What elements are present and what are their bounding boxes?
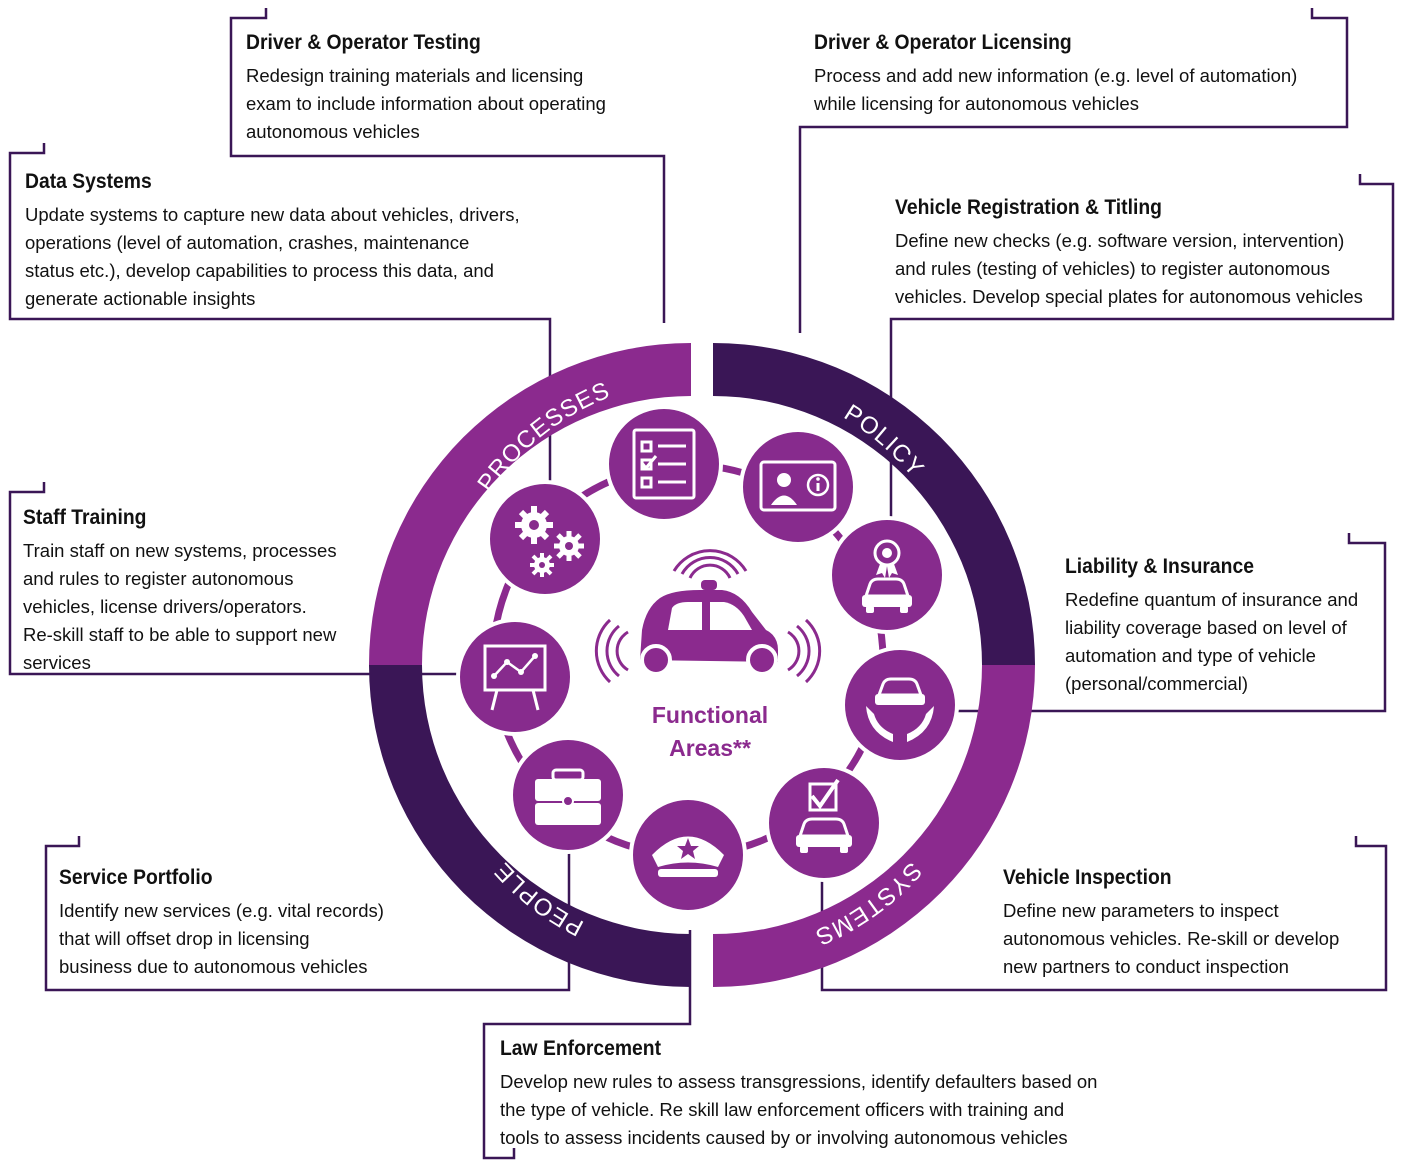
area-description: Redefine quantum of insurance and liabil… [1065,589,1359,695]
hands-car-icon [866,677,934,742]
area-description: Define new checks (e.g. software version… [895,230,1363,308]
center-title-line2: Areas** [669,735,751,761]
connector-liability [955,533,1387,713]
police-cap-icon [652,836,724,877]
briefcase-icon [535,768,601,825]
area-vehicle-registration: Vehicle Registration & Titling Define ne… [895,196,1395,311]
area-driver-testing: Driver & Operator Testing Redesign train… [246,31,666,146]
area-title: Service Portfolio [59,866,213,889]
autonomous-car-icon [594,549,822,684]
ring-segment-people [369,665,691,987]
connector-staff-training [8,482,470,676]
connector-driver-licensing [798,8,1349,333]
area-title: Liability & Insurance [1065,555,1254,578]
node-presentation-board [456,618,574,736]
presentation-board-icon [483,644,547,711]
area-vehicle-inspection: Vehicle Inspection Define new parameters… [1003,866,1383,981]
node-car-checkbox [765,764,883,882]
area-description: Define new parameters to inspect autonom… [1003,900,1340,978]
area-title: Vehicle Registration & Titling [895,196,1162,219]
area-description: Process and add new information (e.g. le… [814,65,1298,115]
node-car-award [828,516,946,634]
car-checkbox-icon [796,778,852,853]
ring-segment-processes [369,343,691,665]
area-title: Law Enforcement [500,1037,662,1060]
node-gears [486,480,604,598]
area-staff-training: Staff Training Train staff on new system… [23,506,383,677]
area-description: Identify new services (e.g. vital record… [59,900,384,978]
area-law-enforcement: Law Enforcement Develop new rules to ass… [500,1037,1160,1152]
connector-service-portfolio [44,830,571,992]
area-title: Driver & Operator Testing [246,31,481,54]
checklist-icon [632,428,696,500]
connector-vehicle-inspection [820,836,1388,992]
area-data-systems: Data Systems Update systems to capture n… [25,170,565,313]
node-briefcase [509,736,627,854]
area-service-portfolio: Service Portfolio Identify new services … [59,866,459,981]
area-title: Staff Training [23,506,147,529]
area-description: Redesign training materials and licensin… [246,65,606,143]
connector-lines [8,8,1395,1160]
area-title: Data Systems [25,170,152,193]
area-description: Update systems to capture new data about… [25,204,520,310]
area-driver-licensing: Driver & Operator Licensing Process and … [814,31,1354,118]
id-card-icon [759,460,837,512]
center-title-line1: Functional [652,702,768,728]
car-award-icon [862,539,912,613]
area-description: Develop new rules to assess transgressio… [500,1071,1098,1149]
connector-data-systems [8,143,552,500]
connector-vehicle-registration [889,174,1395,525]
area-title: Vehicle Inspection [1003,866,1172,889]
ring-segment-policy [713,343,1035,665]
connector-driver-testing [229,8,666,323]
area-description: Train staff on new systems, processes an… [23,540,337,674]
ring-segment-systems [713,665,1035,987]
gears-icon [515,506,584,577]
connector-law-enforcement [482,930,692,1160]
node-checklist [605,405,723,523]
node-hands-car [841,646,959,764]
outer-ring [369,343,1035,987]
node-id-card [739,428,857,546]
node-police-cap [629,796,747,914]
area-liability-insurance: Liability & Insurance Redefine quantum o… [1065,555,1385,698]
area-title: Driver & Operator Licensing [814,31,1072,54]
